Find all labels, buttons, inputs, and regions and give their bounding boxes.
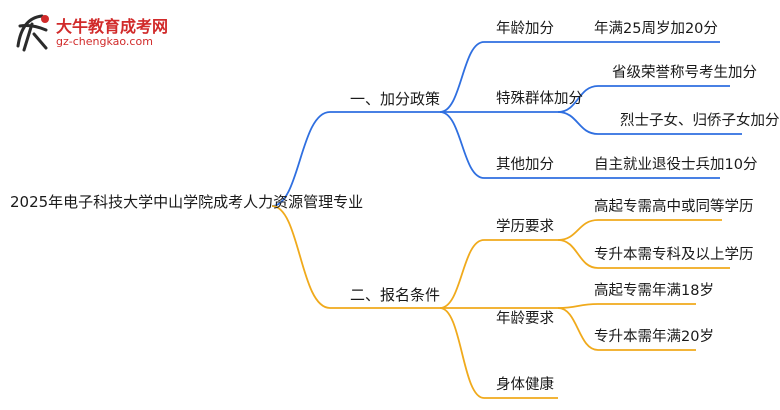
leaf-martyr-overseas-children: 烈士子女、归侨子女加分 (620, 113, 780, 129)
connector-branch1-age (439, 41, 558, 113)
connector-age2-leaf2 (557, 307, 696, 351)
bull-logo-icon (16, 14, 49, 52)
connector-branch1-other (439, 111, 558, 179)
item-education-requirement: 学历要求 (496, 219, 554, 235)
leaf-age-college-to-bachelor: 专升本需年满20岁 (594, 329, 714, 345)
item-special-group-bonus: 特殊群体加分 (496, 91, 583, 107)
root-topic: 2025年电子科技大学中山学院成考人力资源管理专业 (10, 193, 364, 211)
connector-edu-leaf2 (557, 239, 730, 269)
connector-special-leaf2 (557, 111, 742, 135)
item-age-bonus: 年龄加分 (496, 21, 554, 37)
item-age-requirement: 年龄要求 (496, 311, 554, 327)
item-physical-health: 身体健康 (496, 377, 554, 393)
leaf-provincial-honor: 省级荣誉称号考生加分 (612, 65, 757, 81)
leaf-edu-high-to-college: 高起专需高中或同等学历 (594, 199, 754, 215)
leaf-age-bonus-detail: 年满25周岁加20分 (594, 21, 718, 37)
connector-edu-leaf1 (557, 219, 722, 241)
mindmap-connectors (271, 41, 742, 399)
leaf-veteran-bonus: 自主就业退役士兵加10分 (594, 157, 758, 173)
leaf-edu-college-to-bachelor: 专升本需专科及以上学历 (594, 247, 754, 263)
branch-bonus-policy: 一、加分政策 (350, 90, 441, 108)
logo-url: gz-chengkao.com (56, 35, 153, 48)
site-logo: 大牛教育成考网 gz-chengkao.com (12, 10, 182, 56)
leaf-age-high-to-college: 高起专需年满18岁 (594, 283, 714, 299)
connector-root-branch1 (271, 111, 440, 207)
connector-branch2-health (439, 307, 558, 399)
connector-special-leaf1 (557, 85, 730, 113)
connector-root-branch2 (271, 205, 440, 309)
logo-title: 大牛教育成考网 (56, 17, 169, 36)
item-other-bonus: 其他加分 (496, 157, 554, 173)
connector-age2-leaf1 (557, 303, 696, 309)
connector-branch2-edu (439, 239, 558, 309)
branch-application-conditions: 二、报名条件 (350, 286, 441, 304)
